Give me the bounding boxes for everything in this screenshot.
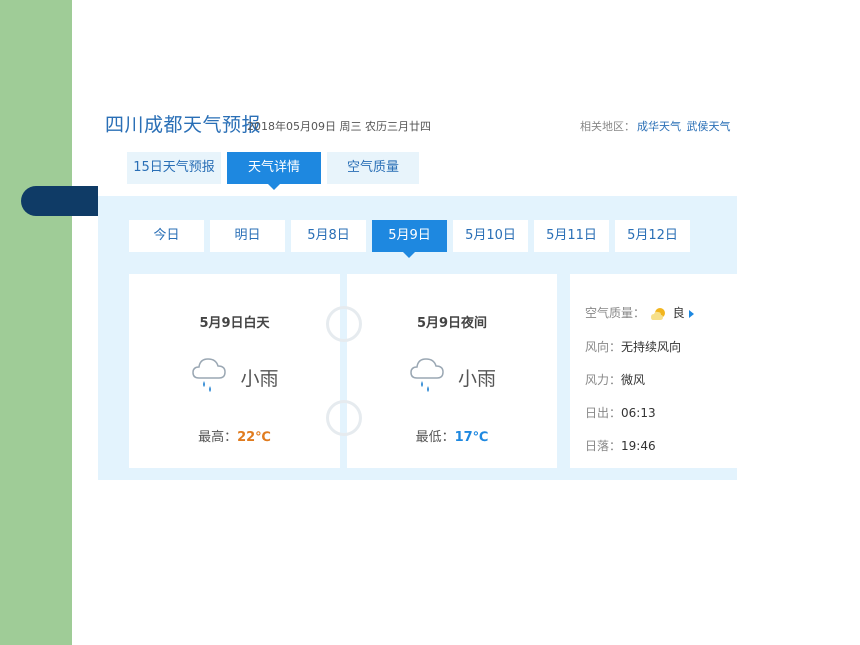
nighttime-weather: 小雨 xyxy=(347,354,557,400)
daytime-weather-text: 小雨 xyxy=(240,367,279,390)
wind-force-label: 风力： xyxy=(585,373,622,387)
wind-direction-label: 风向： xyxy=(585,340,622,354)
air-quality-row: 空气质量： 良 xyxy=(585,304,694,321)
nighttime-card: 5月9日夜间 小雨 最低：17℃ xyxy=(347,274,557,468)
wind-force-value: 微风 xyxy=(621,373,646,387)
high-temp-label: 最高： xyxy=(198,430,238,445)
light-rain-icon xyxy=(408,354,446,400)
sunset-label: 日落： xyxy=(585,439,622,453)
left-decor-band xyxy=(0,0,72,645)
page-title: 四川成都天气预报 xyxy=(105,114,262,136)
related-link-chenghua[interactable]: 成华天气 xyxy=(637,120,681,133)
air-quality-label: 空气质量： xyxy=(585,306,646,320)
daytime-temp: 最高：22℃ xyxy=(129,426,340,445)
daytime-title: 5月9日白天 xyxy=(199,316,270,331)
sunset-value: 19:46 xyxy=(621,439,656,453)
daytime-weather: 小雨 xyxy=(129,354,340,400)
day-tab-may-10[interactable]: 5月10日 xyxy=(453,220,528,252)
main-tabs: 15日天气预报 天气详情 空气质量 xyxy=(127,152,419,190)
binder-ring xyxy=(326,400,362,436)
day-tab-today[interactable]: 今日 xyxy=(129,220,204,252)
day-tab-may-8[interactable]: 5月8日 xyxy=(291,220,366,252)
wind-force-row: 风力：微风 xyxy=(585,371,645,388)
light-rain-icon xyxy=(190,354,228,400)
nighttime-title: 5月9日夜间 xyxy=(416,316,488,331)
tab-15-day-forecast[interactable]: 15日天气预报 xyxy=(127,152,221,184)
wind-direction-value: 无持续风向 xyxy=(621,340,682,354)
day-tab-tomorrow[interactable]: 明日 xyxy=(210,220,285,252)
air-quality-value[interactable]: 良 xyxy=(672,306,685,320)
sunset-row: 日落：19:46 xyxy=(585,437,656,454)
day-tab-may-9[interactable]: 5月9日 xyxy=(372,220,447,258)
binder-ring xyxy=(326,306,362,342)
caret-right-icon[interactable] xyxy=(688,309,694,318)
daytime-card: 5月9日白天 小雨 最高：22℃ xyxy=(129,274,340,468)
nighttime-temp: 最低：17℃ xyxy=(347,426,557,445)
decor-pill xyxy=(21,186,98,216)
date-line: 2018年05月09日 周三 农历三月廿四 xyxy=(247,120,431,133)
sunrise-label: 日出： xyxy=(585,406,622,420)
sunrise-value: 06:13 xyxy=(621,406,656,420)
nighttime-weather-text: 小雨 xyxy=(457,367,496,390)
info-card: 空气质量： 良 风向：无持续风向 风力：微风 日出：06:13 日落：19:46 xyxy=(570,274,737,468)
related-areas: 相关地区：成华天气 武侯天气 xyxy=(580,118,731,134)
air-quality-icon xyxy=(649,306,673,320)
day-tab-may-11[interactable]: 5月11日 xyxy=(534,220,609,252)
related-link-wuhou[interactable]: 武侯天气 xyxy=(686,120,731,133)
related-label: 相关地区： xyxy=(580,120,635,133)
day-tab-may-12[interactable]: 5月12日 xyxy=(615,220,690,252)
sunrise-row: 日出：06:13 xyxy=(585,404,656,421)
tab-air-quality[interactable]: 空气质量 xyxy=(327,152,419,184)
low-temp-label: 最低： xyxy=(415,430,455,445)
low-temp-value: 17℃ xyxy=(454,430,489,445)
high-temp-value: 22℃ xyxy=(237,430,271,445)
day-selector: 今日 明日 5月8日 5月9日 5月10日 5月11日 5月12日 xyxy=(129,220,690,258)
wind-direction-row: 风向：无持续风向 xyxy=(585,338,681,355)
tab-weather-details[interactable]: 天气详情 xyxy=(227,152,321,190)
